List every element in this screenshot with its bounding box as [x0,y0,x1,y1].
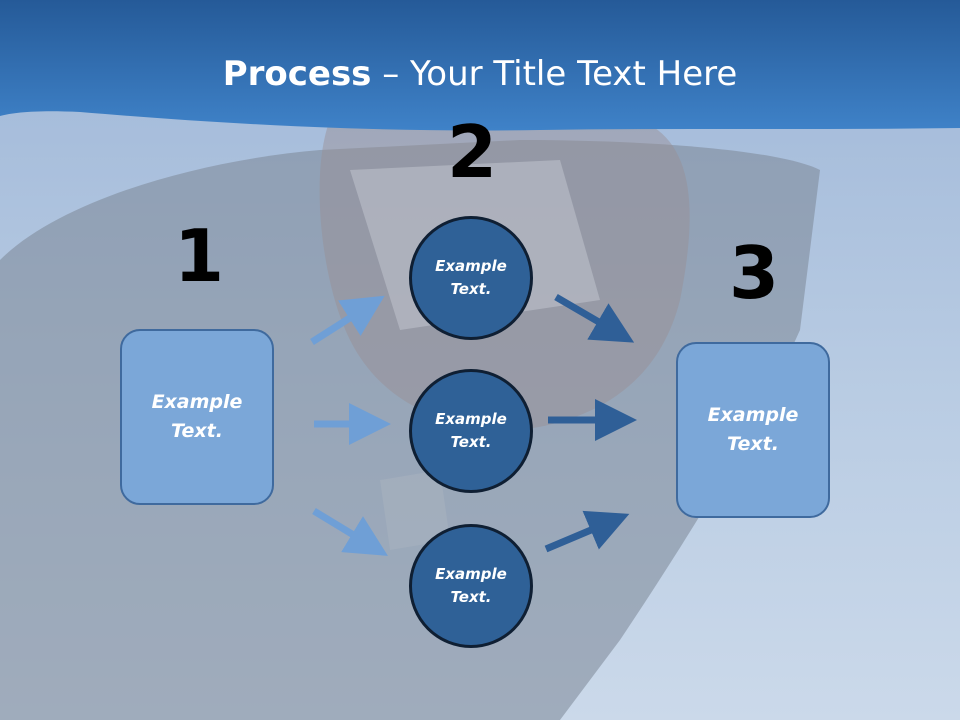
right-box-text: Example Text. [707,404,799,455]
left-box-text: Example Text. [151,391,243,442]
circle-bottom: Example Text. [409,524,533,648]
circle-middle: Example Text. [409,369,533,493]
circle-bottom-text: Example Text. [435,565,507,606]
page-title: Process – Your Title Text Here [0,52,960,96]
title-bold: Process [222,54,372,94]
step-number-3: 3 [728,231,780,315]
right-box: Example Text. [676,342,830,518]
title-rest: – Your Title Text Here [371,54,738,94]
circle-top-text: Example Text. [435,257,507,298]
circle-middle-text: Example Text. [435,410,507,451]
circle-top: Example Text. [409,216,533,340]
step-number-2: 2 [446,110,498,194]
header-band [0,0,960,131]
left-box: Example Text. [120,329,274,505]
step-number-1: 1 [173,214,225,298]
